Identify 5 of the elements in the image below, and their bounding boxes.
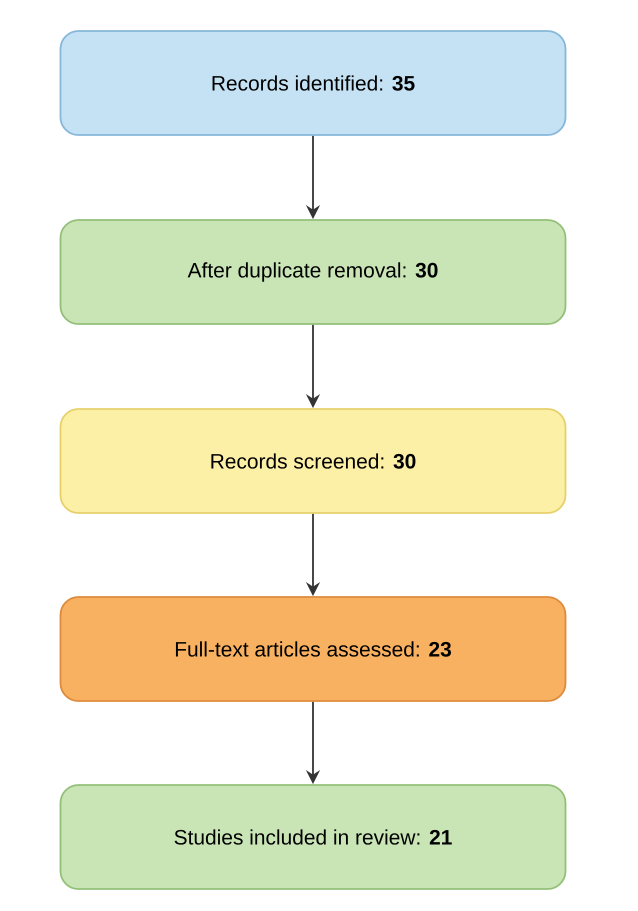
process-box: Full-text articles assessed: 23: [60, 596, 566, 702]
process-box: Studies included in review: 21: [60, 784, 566, 890]
process-box: Records screened: 30: [60, 408, 566, 514]
process-box: After duplicate removal: 30: [60, 219, 566, 325]
process-box: Records identified: 35: [60, 30, 566, 136]
